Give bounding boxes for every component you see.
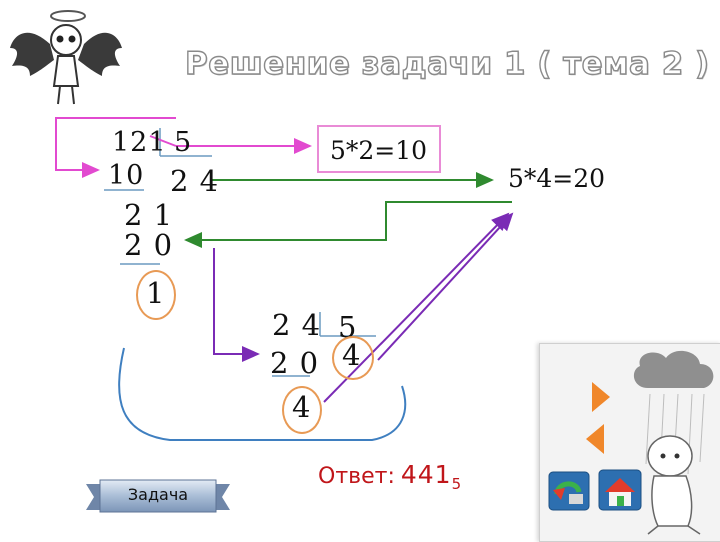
division1-remainder1: 2 1 (124, 198, 174, 232)
sad-character-rain-icon (633, 350, 714, 535)
division1-divisor: 5 (174, 127, 193, 158)
division2-remainder-circle (282, 386, 322, 434)
answer-value: 441 (400, 460, 452, 489)
back-arrow-icon[interactable] (584, 422, 606, 456)
division2-quotient: 4 (342, 338, 362, 372)
division1-subtrahend: 10 (108, 160, 145, 191)
division2-quotient-circle (332, 336, 374, 380)
division2-remainder: 4 (292, 390, 312, 424)
division1-subtrahend2: 2 0 (124, 228, 174, 262)
answer: Ответ:4415 (318, 460, 461, 493)
equation-5x4: 5*4=20 (508, 164, 606, 193)
division1-remainder-circle (136, 270, 176, 320)
forward-arrow-icon[interactable] (590, 380, 612, 414)
return-icon[interactable] (547, 470, 591, 512)
division2-subtrahend: 2 0 (270, 346, 320, 380)
division1-remainder: 1 (146, 276, 166, 310)
task-button[interactable]: Задача (84, 476, 232, 518)
page-title: Решение задачи 1 ( тема 2 ) (184, 45, 710, 82)
division2-divisor: 5 (338, 310, 358, 344)
answer-base: 5 (451, 475, 462, 493)
division1-dividend: 121 (112, 127, 167, 158)
task-button-label: Задача (127, 485, 189, 504)
ribbon-button-shape (86, 479, 230, 513)
answer-label: Ответ: (318, 464, 395, 489)
division2-dividend: 2 4 (272, 308, 322, 342)
home-icon[interactable] (597, 468, 643, 512)
navigation-panel (539, 343, 720, 542)
angel-logo-icon (10, 10, 122, 105)
equation-5x2: 5*2=10 (330, 136, 428, 165)
division1-quotient: 2 4 (170, 164, 220, 198)
